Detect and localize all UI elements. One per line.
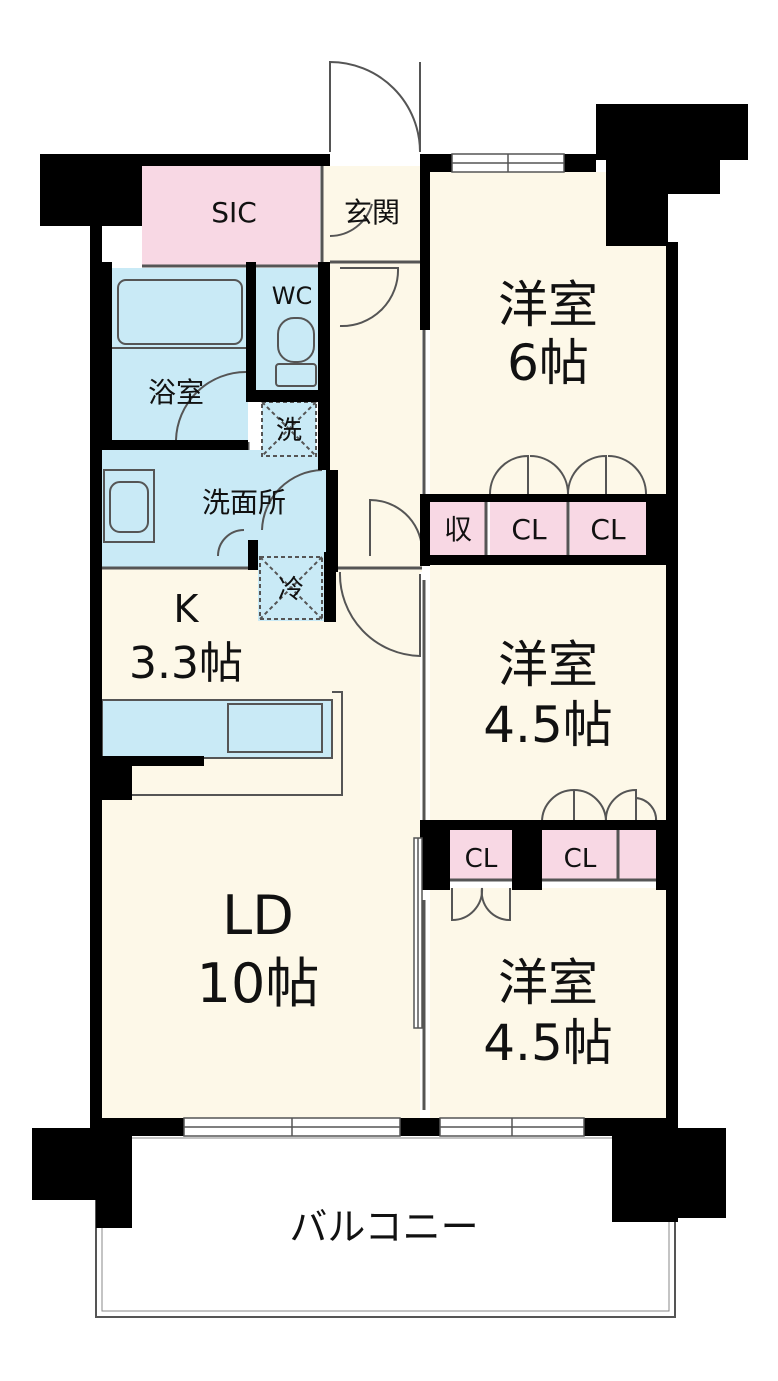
labels: SIC 玄関 WC 浴室 洗 洗面所 冷 K 3.3帖 LD 10帖 洋室 6帖… xyxy=(129,196,626,1249)
west1-name: 洋室 xyxy=(498,276,598,334)
walls xyxy=(32,104,748,1228)
kitchen-sink xyxy=(227,703,323,753)
door-swings xyxy=(175,60,658,922)
bathtub xyxy=(117,279,243,345)
washbasin-bowl xyxy=(109,481,149,533)
bath-label: 浴室 xyxy=(148,376,204,409)
fridge-label: 冷 xyxy=(278,575,304,605)
ld-size: 10帖 xyxy=(197,952,320,1015)
fixtures xyxy=(101,279,343,796)
west3-name: 洋室 xyxy=(498,954,598,1012)
cl2-floor xyxy=(570,500,646,555)
entrance-floor xyxy=(322,166,420,262)
cl1-floor xyxy=(490,500,568,555)
west3-floor xyxy=(430,888,666,1120)
west1-size: 6帖 xyxy=(507,334,589,392)
toilet-tank xyxy=(275,363,317,387)
ld-floor xyxy=(100,567,420,1120)
west2-size: 4.5帖 xyxy=(483,696,613,754)
west2-name: 洋室 xyxy=(498,636,598,694)
kitchen-name: K xyxy=(174,587,200,631)
wc-label: WC xyxy=(272,282,313,310)
cl-label-1: CL xyxy=(511,513,547,546)
cl3-floor xyxy=(450,830,512,880)
kitchen-size: 3.3帖 xyxy=(129,638,243,689)
cl-label-2: CL xyxy=(590,513,626,546)
washer-label: 洗 xyxy=(276,416,302,446)
windows xyxy=(183,153,585,1137)
ld-name: LD xyxy=(222,884,294,947)
west3-size: 4.5帖 xyxy=(483,1014,613,1072)
cl-label-3: CL xyxy=(465,844,498,874)
interior-thin-walls xyxy=(102,160,656,1110)
hall-floor xyxy=(330,262,422,572)
toilet-bowl xyxy=(277,317,315,363)
cl-label-4: CL xyxy=(564,844,597,874)
balcony-label: バルコニー xyxy=(289,1205,478,1249)
sic-label: SIC xyxy=(211,196,257,229)
storage-label: 収 xyxy=(444,513,472,546)
sic-floor xyxy=(142,166,320,266)
storage-floor xyxy=(430,500,486,555)
cl4-floor xyxy=(542,830,656,880)
entrance-label: 玄関 xyxy=(344,196,400,229)
washroom-label: 洗面所 xyxy=(202,486,286,519)
west2-floor xyxy=(430,563,666,821)
